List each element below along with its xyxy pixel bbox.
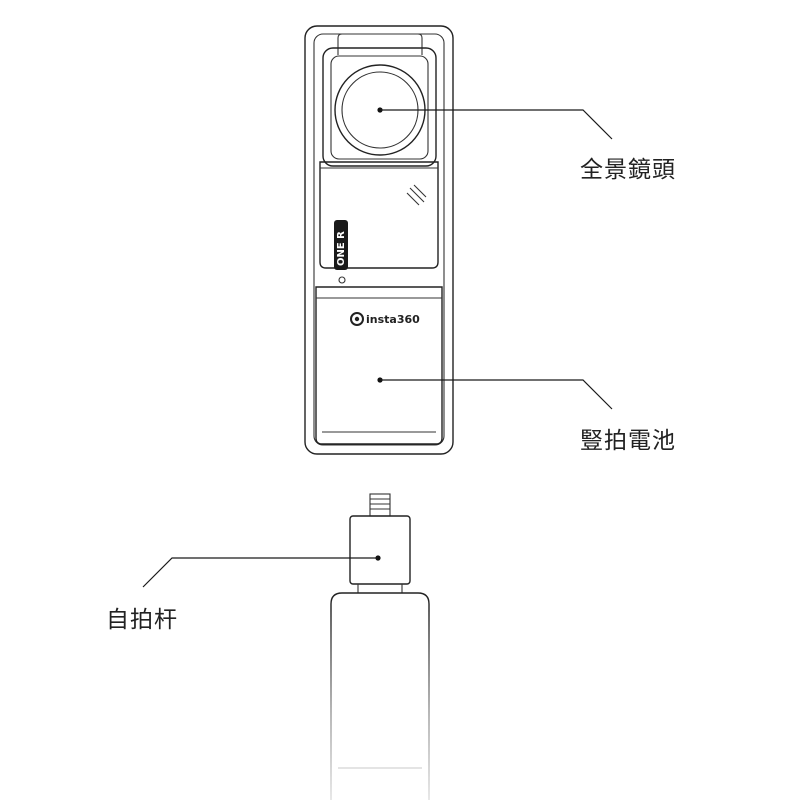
screw-thread <box>369 493 391 517</box>
battery-module: insta360 <box>315 286 443 445</box>
label-lens: 全景鏡頭 <box>580 157 676 183</box>
label-battery: 豎拍電池 <box>580 428 676 454</box>
lens-module <box>322 47 437 167</box>
leader-battery <box>377 377 613 410</box>
wifi-signal-icon <box>406 184 427 206</box>
stick-shaft <box>330 592 430 800</box>
selfie-stick <box>330 493 430 800</box>
stick-mount <box>349 515 411 585</box>
camera-body <box>304 25 454 455</box>
brand-logo-icon <box>350 312 364 326</box>
leader-lens <box>377 107 613 140</box>
brand-name: insta360 <box>366 313 420 326</box>
core-module: ONE R <box>319 161 439 284</box>
leader-stick <box>142 555 381 588</box>
model-badge-text: ONE R <box>336 231 347 266</box>
model-badge: ONE R <box>334 220 348 270</box>
status-led-icon <box>338 276 346 284</box>
label-stick: 自拍杆 <box>106 607 178 633</box>
